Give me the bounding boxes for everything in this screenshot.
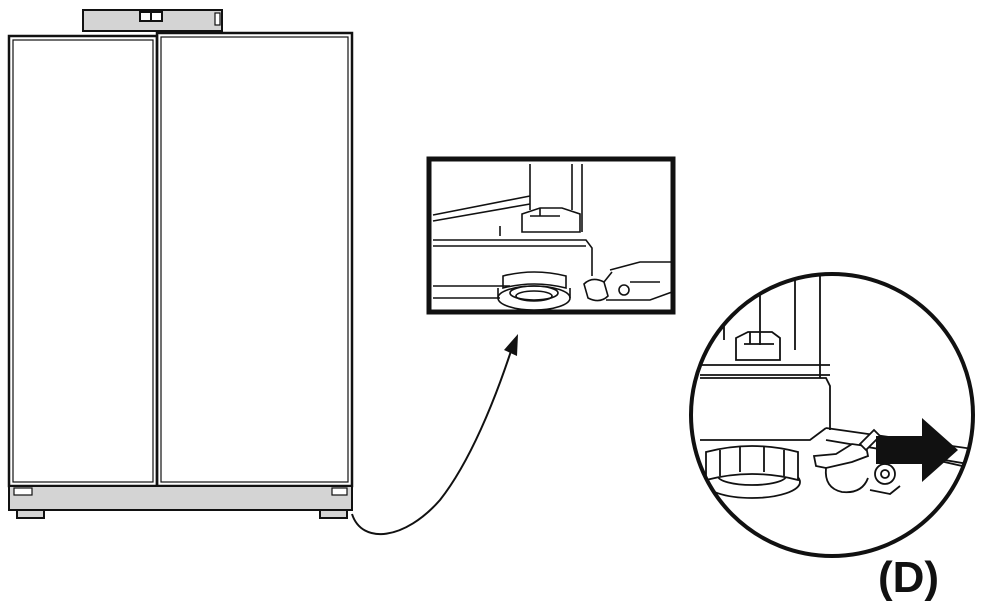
fridge-door (155, 31, 354, 488)
base-grille (8, 485, 353, 511)
figure-label: (D) (878, 553, 940, 602)
leveling-foot-right (319, 509, 348, 519)
zoom-inset-box (426, 156, 676, 315)
freezer-door (7, 34, 159, 488)
zoom-detail-circle (689, 272, 975, 558)
top-hinge-cover (82, 9, 223, 32)
refrigerator (7, 9, 354, 519)
pull-direction-arrow (876, 418, 958, 482)
pointer-arrow (351, 334, 518, 536)
leveling-foot-left (16, 509, 45, 519)
